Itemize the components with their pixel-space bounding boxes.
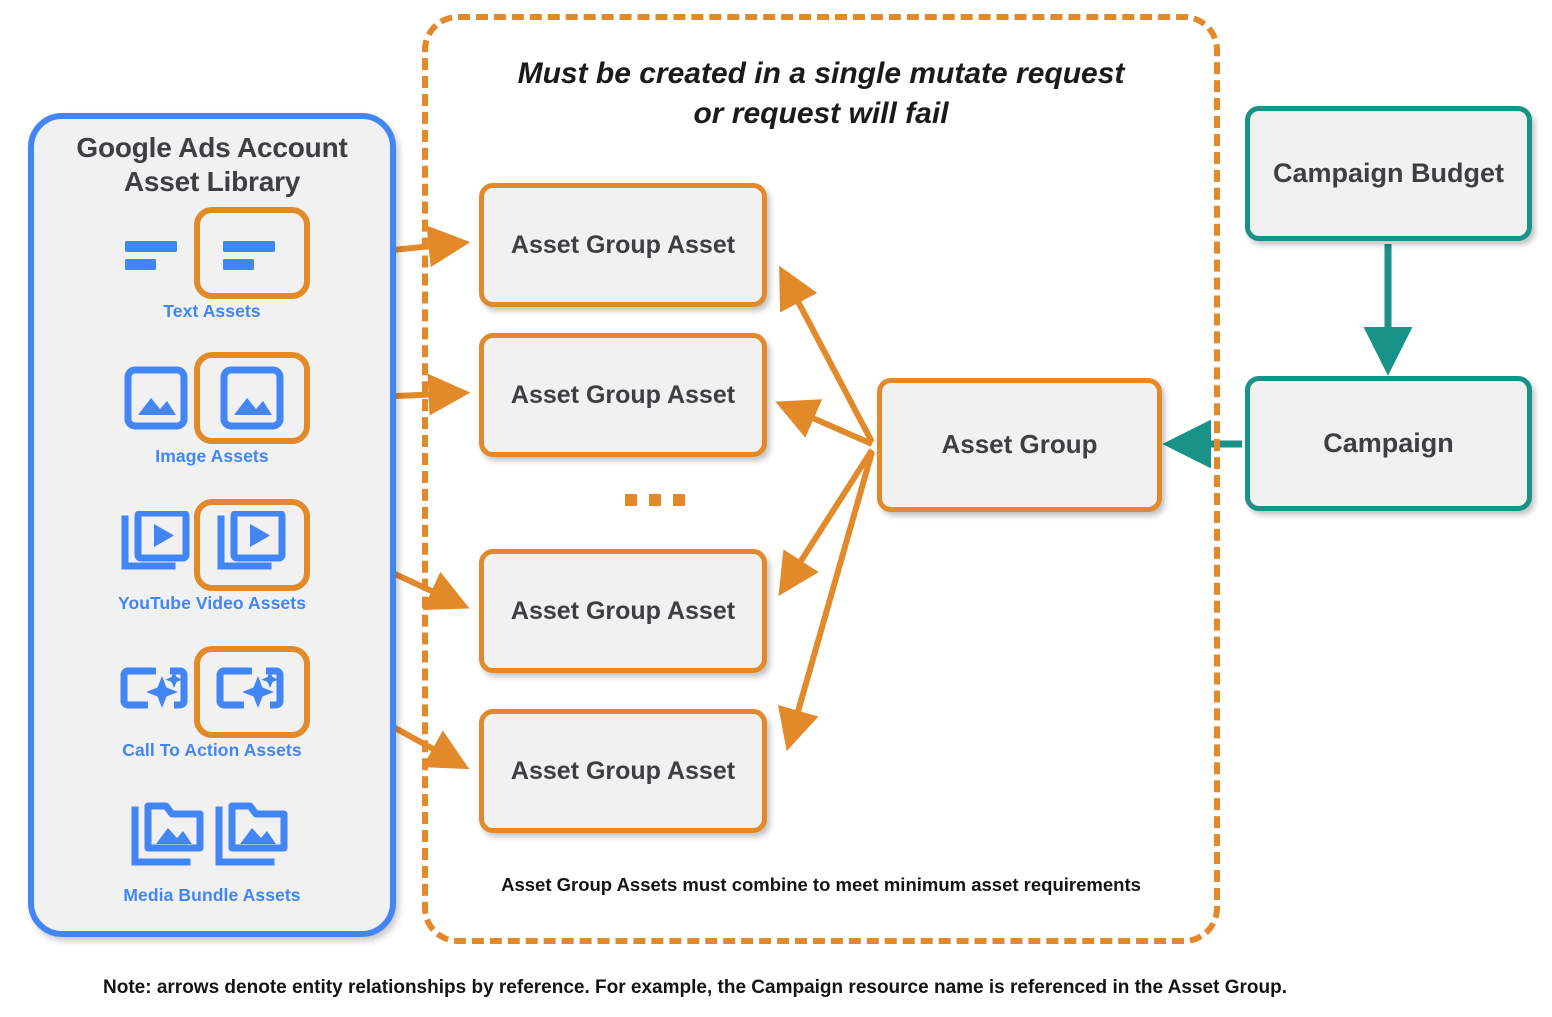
campaign-node[interactable]: Campaign xyxy=(1245,376,1532,511)
asset-group-asset-label-4: Asset Group Asset xyxy=(510,757,736,785)
text-asset-icon-selected xyxy=(194,207,310,299)
ellipsis-dot-2 xyxy=(649,494,661,506)
call-to-action-asset-icon-selected xyxy=(194,646,310,738)
arrow-assetgroup-to-aga2 xyxy=(775,399,874,447)
asset-library-label-media-bundle: Media Bundle Assets xyxy=(123,885,301,905)
call-to-action-assets-icon-pair xyxy=(34,646,390,738)
asset-library-item-media-bundle[interactable]: Media Bundle Assets xyxy=(34,791,390,911)
asset-library-label-text: Text Assets xyxy=(163,301,261,321)
media-bundle-assets-icon-pair xyxy=(34,791,390,883)
campaign-budget-label: Campaign Budget xyxy=(1272,158,1504,189)
mutate-request-footnote: Asset Group Assets must combine to meet … xyxy=(501,874,1141,895)
footer-note: Note: arrows denote entity relationships… xyxy=(103,977,1287,998)
asset-library-item-image[interactable]: Image Assets xyxy=(34,352,390,472)
asset-group-label: Asset Group xyxy=(941,429,1098,460)
asset-group-asset-node-3[interactable]: Asset Group Asset xyxy=(479,549,767,673)
youtube-video-asset-icon xyxy=(114,507,198,583)
mutate-heading-line2: or request will fail xyxy=(693,96,949,130)
call-to-action-asset-icon xyxy=(114,654,198,730)
text-asset-icon xyxy=(114,215,198,291)
mutate-request-heading: Must be created in a single mutate reque… xyxy=(432,54,1210,133)
mutate-heading-line1: Must be created in a single mutate reque… xyxy=(517,57,1125,90)
ellipsis-dot-3 xyxy=(673,494,685,506)
asset-group-asset-label-3: Asset Group Asset xyxy=(510,597,736,625)
asset-group-reference-arrows xyxy=(775,265,875,752)
image-assets-icon-pair xyxy=(34,352,390,444)
asset-group-asset-node-4[interactable]: Asset Group Asset xyxy=(479,709,767,833)
asset-library-title-line1: Google Ads Account xyxy=(76,132,348,163)
arrow-assetgroup-to-aga3 xyxy=(778,448,875,597)
arrow-assetgroup-to-aga1 xyxy=(779,265,875,444)
campaign-label: Campaign xyxy=(1323,428,1454,459)
text-assets-icon-pair xyxy=(34,207,390,299)
asset-library-item-text[interactable]: Text Assets xyxy=(34,207,390,327)
arrow-assetgroup-to-aga4 xyxy=(778,451,875,752)
asset-library-title-line2: Asset Library xyxy=(123,166,301,198)
media-bundle-asset-icon xyxy=(128,799,212,875)
youtube-video-asset-icon-selected xyxy=(194,499,310,591)
asset-group-node[interactable]: Asset Group xyxy=(877,378,1162,512)
asset-library-label-youtube-video: YouTube Video Assets xyxy=(117,593,307,613)
asset-library-title: Google Ads Account Asset Library xyxy=(34,131,390,199)
image-asset-icon xyxy=(114,360,198,436)
youtube-video-assets-icon-pair xyxy=(34,499,390,591)
mutate-request-container xyxy=(422,14,1220,944)
asset-group-asset-node-1[interactable]: Asset Group Asset xyxy=(479,183,767,307)
asset-group-asset-ellipsis xyxy=(625,494,685,506)
media-bundle-asset-icon-2 xyxy=(212,799,296,875)
asset-library-label-image: Image Assets xyxy=(155,446,269,466)
asset-group-asset-node-2[interactable]: Asset Group Asset xyxy=(479,333,767,457)
asset-library-item-youtube-video[interactable]: YouTube Video Assets xyxy=(34,499,390,619)
campaign-budget-node[interactable]: Campaign Budget xyxy=(1245,106,1532,241)
google-ads-asset-library-panel: Google Ads Account Asset Library xyxy=(28,113,396,937)
asset-group-asset-label-2: Asset Group Asset xyxy=(510,381,736,409)
asset-group-asset-label-1: Asset Group Asset xyxy=(510,231,736,259)
image-asset-icon-selected xyxy=(194,352,310,444)
asset-library-label-call-to-action: Call To Action Assets xyxy=(122,740,302,760)
ellipsis-dot-1 xyxy=(625,494,637,506)
asset-library-item-call-to-action[interactable]: Call To Action Assets xyxy=(34,646,390,766)
